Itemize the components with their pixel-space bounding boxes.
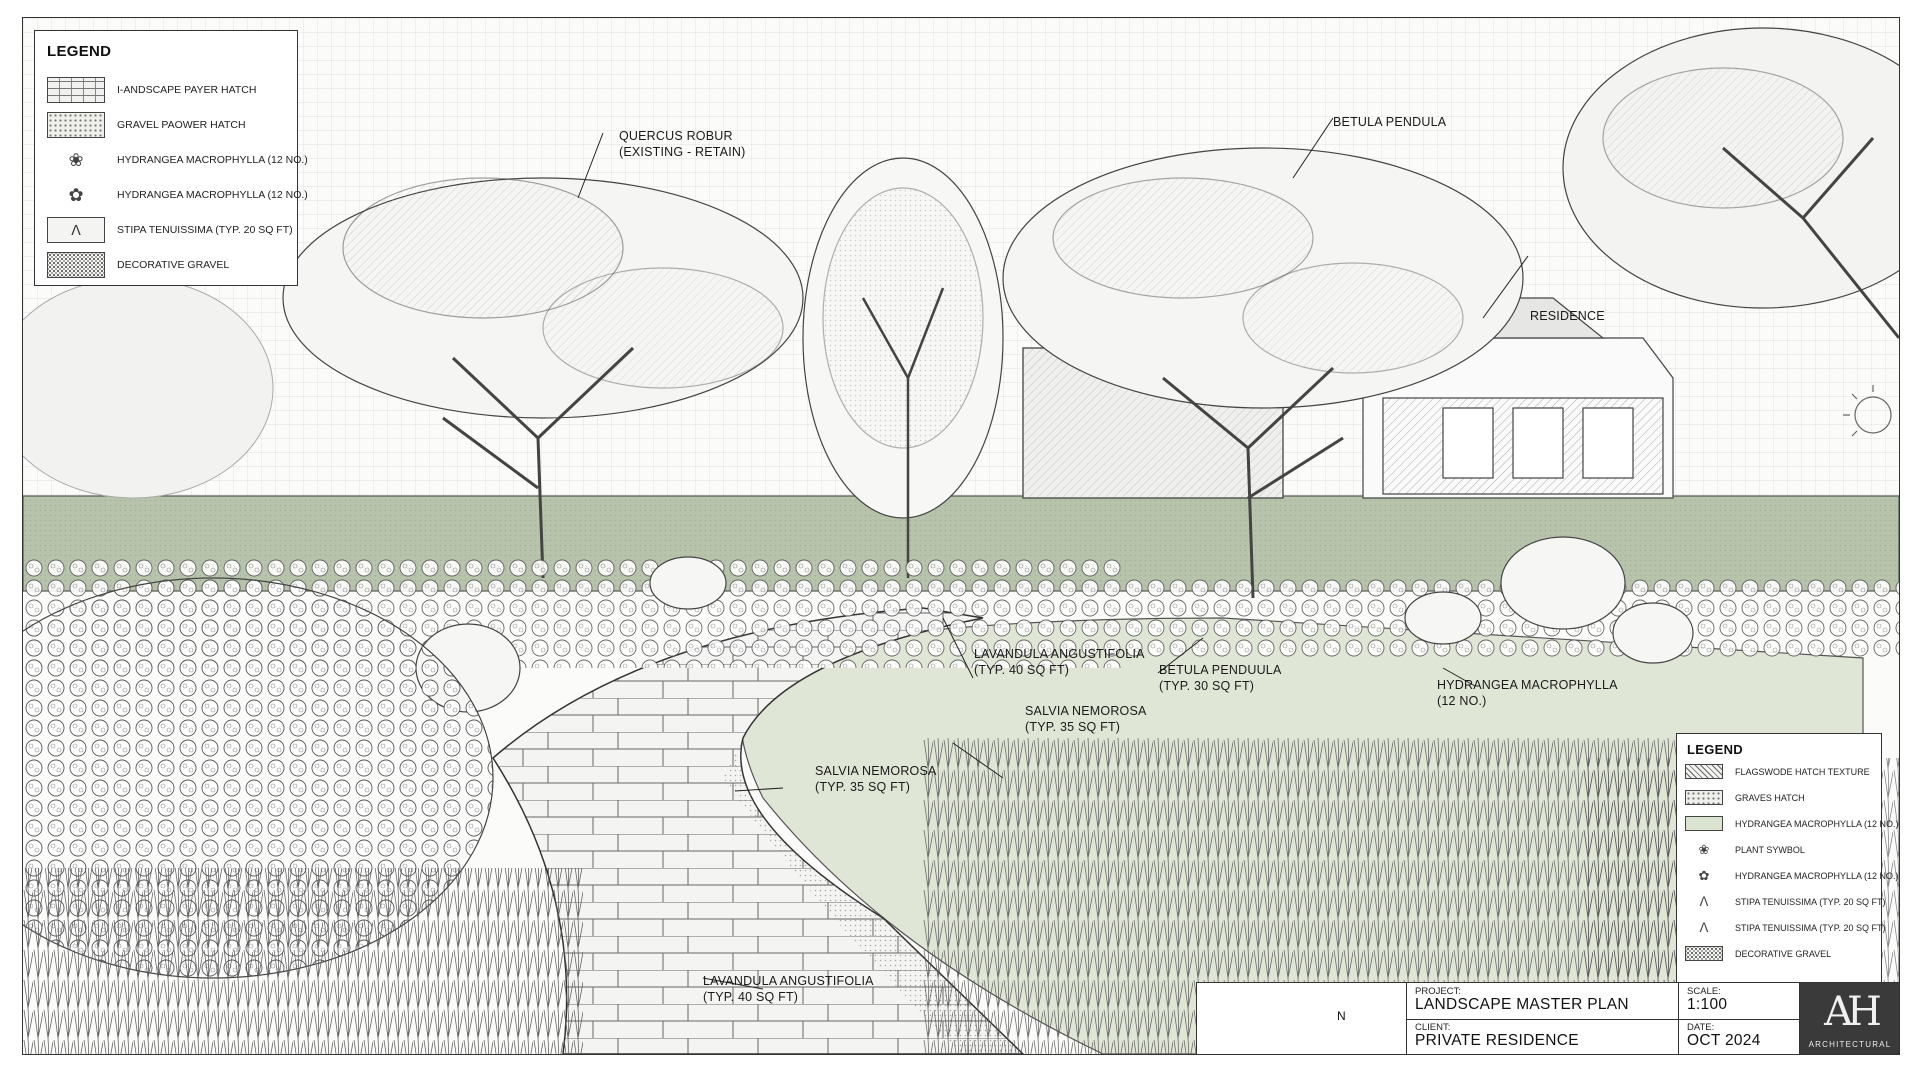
scale-date-cell: SCALE: 1:100 DATE: OCT 2024 [1679,983,1800,1054]
legend-main-label: HYDRANGEA MACROPHYLLA (12 NO.) [117,154,308,166]
logo-mark: AH [1824,989,1882,1035]
tree-quercus [282,177,804,579]
legend-small-label: FLAGSWODE HATCH TEXTURE [1735,766,1870,777]
legend-small: LEGEND FLAGSWODE HATCH TEXTURE GRAVES HA… [1676,733,1899,985]
legend-small-label: HYDRANGEA MACROPHYLLA (12 NO.) [1735,818,1899,829]
legend-small-row: HYDRANGEA MACROPHYLLA (12 NO.) [1685,816,1899,831]
legend-small-row: DECORATIVE GRAVEL [1685,946,1831,961]
callout-residence: RESIDENCE [1530,309,1605,323]
lawn-swatch [1685,816,1723,831]
legend-small-label: GRAVES HATCH [1735,792,1805,803]
north-arrow-cell: N [1197,983,1407,1054]
landscape-illustration [23,18,1899,1054]
legend-main-row: ❀ HYDRANGEA MACROPHYLLA (12 NO.) [47,147,308,173]
paver-hatch-swatch [47,77,105,103]
hydrangea-symbol-icon: ✿ [1698,867,1710,883]
legend-small-label: HYDRANGEA MACROPHYLLA (12 NO.) [1735,870,1899,881]
callout-salvia-left: SALVIA NEMOROSA (TYP. 35 SQ FT) [815,764,937,794]
callout-lavandula-low: LAVANDULA ANGUSTIFOLIA (TYP. 40 SQ FT) [703,974,874,1004]
legend-small-row: ❀ PLANT SYWBOL [1685,842,1805,857]
legend-main-label: HYDRANGEA MACROPHYLLA (12 NO.) [117,189,308,201]
date-value: OCT 2024 [1687,1032,1761,1049]
tree-betula [1002,147,1524,599]
legend-main-title: LEGEND [47,43,112,60]
logo-text: ARCHITECTURAL [1808,1040,1892,1049]
date-label: DATE: [1687,1022,1715,1033]
grass-symbol-icon: ᐱ [1699,893,1709,909]
legend-small-row: ᐱ STIPA TENUISSIMA (TYP. 20 SQ FT) [1685,920,1886,935]
legend-small-label: DECORATIVE GRAVEL [1735,948,1832,959]
legend-small-row: ᐱ STIPA TENUISSIMA (TYP. 20 SQ FT) [1685,894,1886,909]
grass-symbol-icon: ᐱ [1699,919,1709,935]
callout-salvia-upper: SALVIA NEMOROSA (TYP. 35 SQ FT) [1025,704,1147,734]
divider [1679,1019,1799,1020]
legend-small-label: STIPA TENUISSIMA (TYP. 20 SQ FT) [1735,896,1886,907]
client-label: CLIENT: [1415,1022,1451,1033]
decorative-gravel-swatch [47,252,105,278]
legend-main-label: GRAVEL PAOWER HATCH [117,119,246,131]
legend-main: LEGEND I-ANDSCAPE PAYER HATCH GRAVEL PAO… [34,30,308,286]
project-label: PROJECT: [1415,986,1461,997]
scale-value: 1:100 [1687,996,1728,1013]
callout-quercus-robur: QUERCUS ROBUR (EXISTING - RETAIN) [619,129,746,159]
legend-small-title: LEGEND [1687,742,1743,757]
legend-main-label: I-ANDSCAPE PAYER HATCH [117,84,257,96]
legend-main-row: DECORATIVE GRAVEL [47,252,229,278]
legend-small-label: STIPA TENUISSIMA (TYP. 20 SQ FT) [1735,922,1886,933]
hydrangea-symbol-icon: ✿ [68,184,84,205]
legend-main-row: GRAVEL PAOWER HATCH [47,112,246,138]
legend-main-label: DECORATIVE GRAVEL [117,259,230,271]
legend-main-row: ᐱ STIPA TENUISSIMA (TYP. 20 SQ FT) [47,217,293,243]
divider [1407,1019,1678,1020]
tree-birch-center [802,157,1004,578]
plant-symbol-icon: ❀ [1698,841,1710,857]
drawing-frame: LEGEND I-ANDSCAPE PAYER HATCH GRAVEL PAO… [22,17,1900,1055]
firm-logo: AH ARCHITECTURAL [1800,983,1899,1054]
callout-hydrangea: HYDRANGEA MACROPHYLLA (12 NO.) [1437,678,1618,708]
north-label: N [1337,1009,1346,1023]
scale-label: SCALE: [1687,986,1721,997]
sun-symbol [1843,385,1892,437]
flagstone-hatch-swatch [1685,764,1723,779]
callout-betula-mid: BETULA PENDUULA (TYP. 30 SQ FT) [1159,663,1282,693]
hydrangea-symbol-icon: ❀ [68,149,84,170]
callout-betula-pendula: BETULA PENDULA [1333,115,1447,129]
gravel-hatch-swatch [1685,790,1723,805]
callout-lavandula-mid: LAVANDULA ANGUSTIFOLIA (TYP. 40 SQ FT) [974,647,1145,677]
project-value: LANDSCAPE MASTER PLAN [1415,996,1629,1013]
legend-main-row: I-ANDSCAPE PAYER HATCH [47,77,256,103]
gravel-hatch-swatch [47,112,105,138]
tree-corner [1562,27,1899,339]
legend-small-row: ✿ HYDRANGEA MACROPHYLLA (12 NO.) [1685,868,1899,883]
decorative-gravel-swatch [1685,946,1723,961]
client-value: PRIVATE RESIDENCE [1415,1032,1579,1049]
project-cell: PROJECT: LANDSCAPE MASTER PLAN CLIENT: P… [1407,983,1679,1054]
legend-main-label: STIPA TENUISSIMA (TYP. 20 SQ FT) [117,224,293,236]
legend-main-row: ✿ HYDRANGEA MACROPHYLLA (12 NO.) [47,182,308,208]
title-block: N PROJECT: LANDSCAPE MASTER PLAN CLIENT:… [1196,982,1899,1054]
legend-small-row: GRAVES HATCH [1685,790,1805,805]
legend-small-label: PLANT SYWBOL [1735,844,1805,855]
grass-symbol-icon: ᐱ [47,217,105,243]
legend-small-row: FLAGSWODE HATCH TEXTURE [1685,764,1870,779]
